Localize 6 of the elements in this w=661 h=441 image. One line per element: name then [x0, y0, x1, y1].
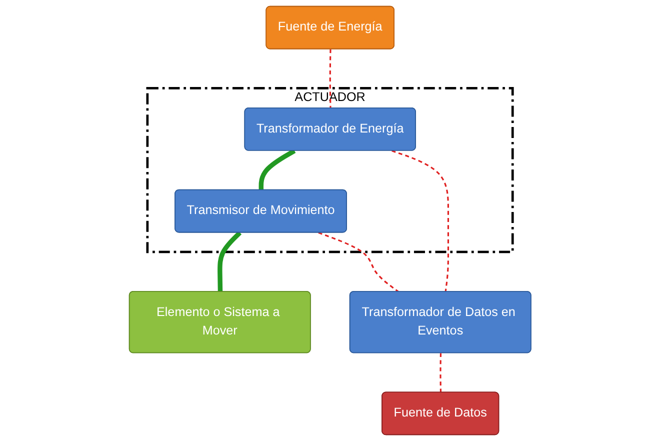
connector — [330, 49, 332, 108]
connector — [259, 148, 296, 190]
connector — [392, 150, 450, 292]
connector — [440, 353, 442, 393]
connector — [218, 231, 242, 292]
connector — [318, 232, 400, 292]
